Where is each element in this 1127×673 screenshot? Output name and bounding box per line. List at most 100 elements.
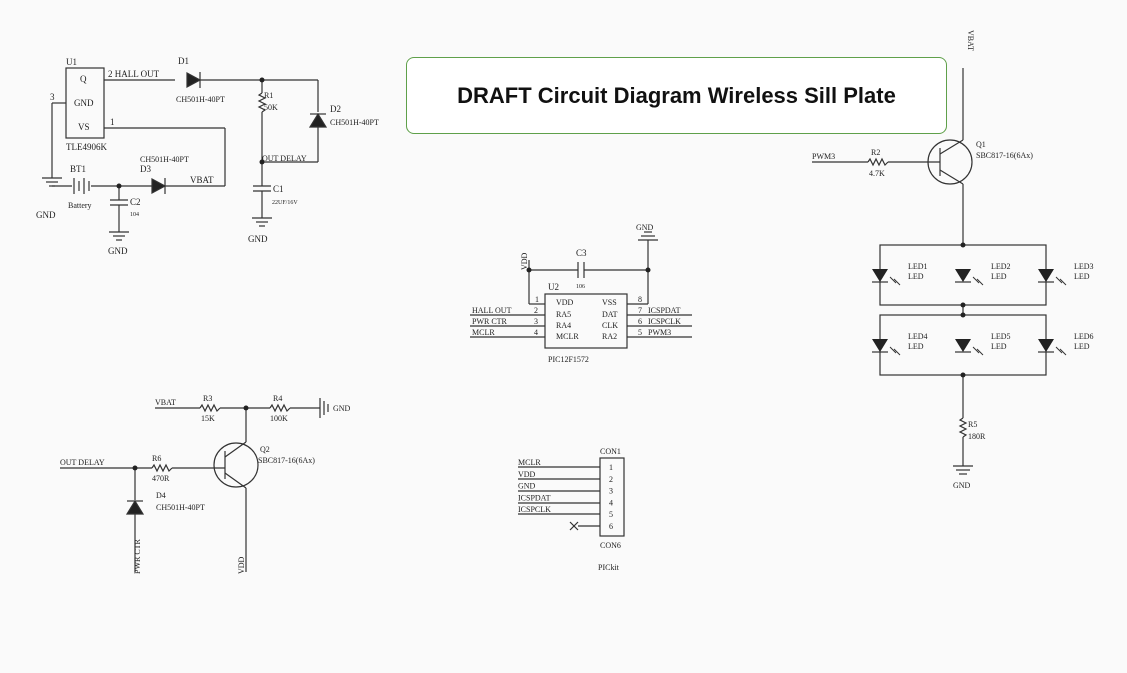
led-ref-1: LED1: [908, 262, 928, 271]
junction-dots: [116, 77, 966, 471]
r6-value: 470R: [152, 474, 170, 483]
r5-resistor: [958, 417, 968, 438]
q2-ref: Q2: [260, 445, 270, 454]
con-pin-net-1: MCLR: [518, 458, 541, 467]
con-pin-num-3: 3: [609, 487, 613, 496]
u2-vss-name: VSS: [602, 298, 617, 307]
r5-value: 180R: [968, 432, 986, 441]
con-pin-net-3: GND: [518, 482, 536, 491]
con-pin-net-2: VDD: [518, 470, 536, 479]
led-ref-4: LED4: [908, 332, 928, 341]
u2-vss-num: 8: [638, 295, 642, 304]
led-ref-5: LED5: [991, 332, 1011, 341]
u2-left-num-2: 4: [534, 328, 538, 337]
u2-ref: U2: [548, 282, 559, 292]
r4-ref: R4: [273, 394, 282, 403]
led-ref-2: LED2: [991, 262, 1011, 271]
gnd-u1: GND: [36, 210, 56, 220]
c2-value: 104: [130, 212, 139, 218]
u2-right-name-0: DAT: [602, 310, 618, 319]
led-label-5: LED: [991, 342, 1007, 351]
q1-part: SBC817-16(6Ax): [976, 151, 1033, 160]
led-label-1: LED: [908, 272, 924, 281]
q2-transistor: [213, 442, 259, 488]
u2-right-num-1: 6: [638, 317, 642, 326]
con-pin-net-5: ICSPCLK: [518, 505, 551, 514]
u2-right-name-1: CLK: [602, 321, 618, 330]
u2-left-name-1: RA4: [556, 321, 571, 330]
gnd-u2: GND: [636, 223, 654, 232]
u2-left-name-0: RA5: [556, 310, 571, 319]
pickit-label: PICkit: [598, 563, 620, 572]
q1-ref: Q1: [976, 140, 986, 149]
bt1-ref: BT1: [70, 164, 86, 174]
u1-pin-gnd: GND: [74, 98, 94, 108]
u1-pin-vs: VS: [78, 122, 90, 132]
u2-vdd-num: 1: [535, 295, 539, 304]
con6-ref: CON6: [600, 541, 621, 550]
out-delay-net: OUT DELAY: [262, 154, 307, 163]
u1-pin3: 3: [50, 92, 55, 102]
u2-vdd-name: VDD: [556, 298, 574, 307]
c1-value: 22UF/16V: [272, 200, 298, 206]
u1-part: TLE4906K: [66, 142, 107, 152]
vdd-u2: VDD: [520, 252, 529, 270]
title-box: DRAFT Circuit Diagram Wireless Sill Plat…: [406, 57, 947, 134]
r6-ref: R6: [152, 454, 161, 463]
d3-part: CH501H-40PT: [140, 155, 189, 164]
d1-diode: [186, 71, 202, 89]
q2-part: SBC817-16(6Ax): [258, 456, 315, 465]
r5-ref: R5: [968, 420, 977, 429]
r6-resistor: [151, 463, 173, 473]
diagram-title: DRAFT Circuit Diagram Wireless Sill Plat…: [457, 82, 896, 108]
u1-ref: U1: [66, 57, 77, 67]
con1-body: [599, 457, 625, 537]
d3-diode: [151, 177, 167, 195]
u1-pin-q: Q: [80, 74, 87, 84]
d2-ref: D2: [330, 104, 341, 114]
c3-value: 106: [576, 284, 585, 290]
r4-value: 100K: [270, 414, 288, 423]
u2-left-net-0: HALL OUT: [472, 306, 512, 315]
led-label-4: LED: [908, 342, 924, 351]
con-pin-num-6: 6: [609, 522, 613, 531]
u2-right-net-2: PWM3: [648, 328, 671, 337]
bt1-battery: [73, 178, 90, 194]
r1-resistor: [257, 92, 267, 113]
gnd-led: GND: [953, 481, 971, 490]
led-label-3: LED: [1074, 272, 1090, 281]
vbat-net-q2: VBAT: [155, 398, 176, 407]
r3-value: 15K: [201, 414, 215, 423]
d3-ref: D3: [140, 164, 151, 174]
con-pin-num-1: 1: [609, 463, 613, 472]
u2-left-name-2: MCLR: [556, 332, 579, 341]
vbat-net-q1: VBAT: [966, 30, 975, 51]
u2-right-net-0: ICSPDAT: [648, 306, 681, 315]
pwm3-net: PWM3: [812, 152, 835, 161]
d2-part: CH501H-40PT: [330, 118, 379, 127]
con-pin-net-4: ICSPDAT: [518, 493, 551, 502]
led-ref-6: LED6: [1074, 332, 1094, 341]
con-pin-num-5: 5: [609, 510, 613, 519]
u2-right-num-0: 7: [638, 306, 642, 315]
c3-ref: C3: [576, 248, 587, 258]
d2-diode: [308, 112, 328, 128]
gnd-c2: GND: [108, 246, 128, 256]
d1-part: CH501H-40PT: [176, 95, 225, 104]
r2-resistor: [867, 157, 889, 167]
con-pin-num-4: 4: [609, 498, 613, 507]
led-array: LED1LEDLED2LEDLED3LEDLED4LEDLED5LEDLED6L…: [872, 262, 1094, 356]
c1-ref: C1: [273, 184, 284, 194]
u2-left-net-2: MCLR: [472, 328, 495, 337]
con1-ref: CON1: [600, 447, 621, 456]
d4-diode: [125, 499, 145, 515]
r3-resistor: [199, 403, 221, 413]
vbat-net-u1: VBAT: [190, 175, 214, 185]
vdd-net-q2: VDD: [237, 556, 246, 574]
led-label-2: LED: [991, 272, 1007, 281]
